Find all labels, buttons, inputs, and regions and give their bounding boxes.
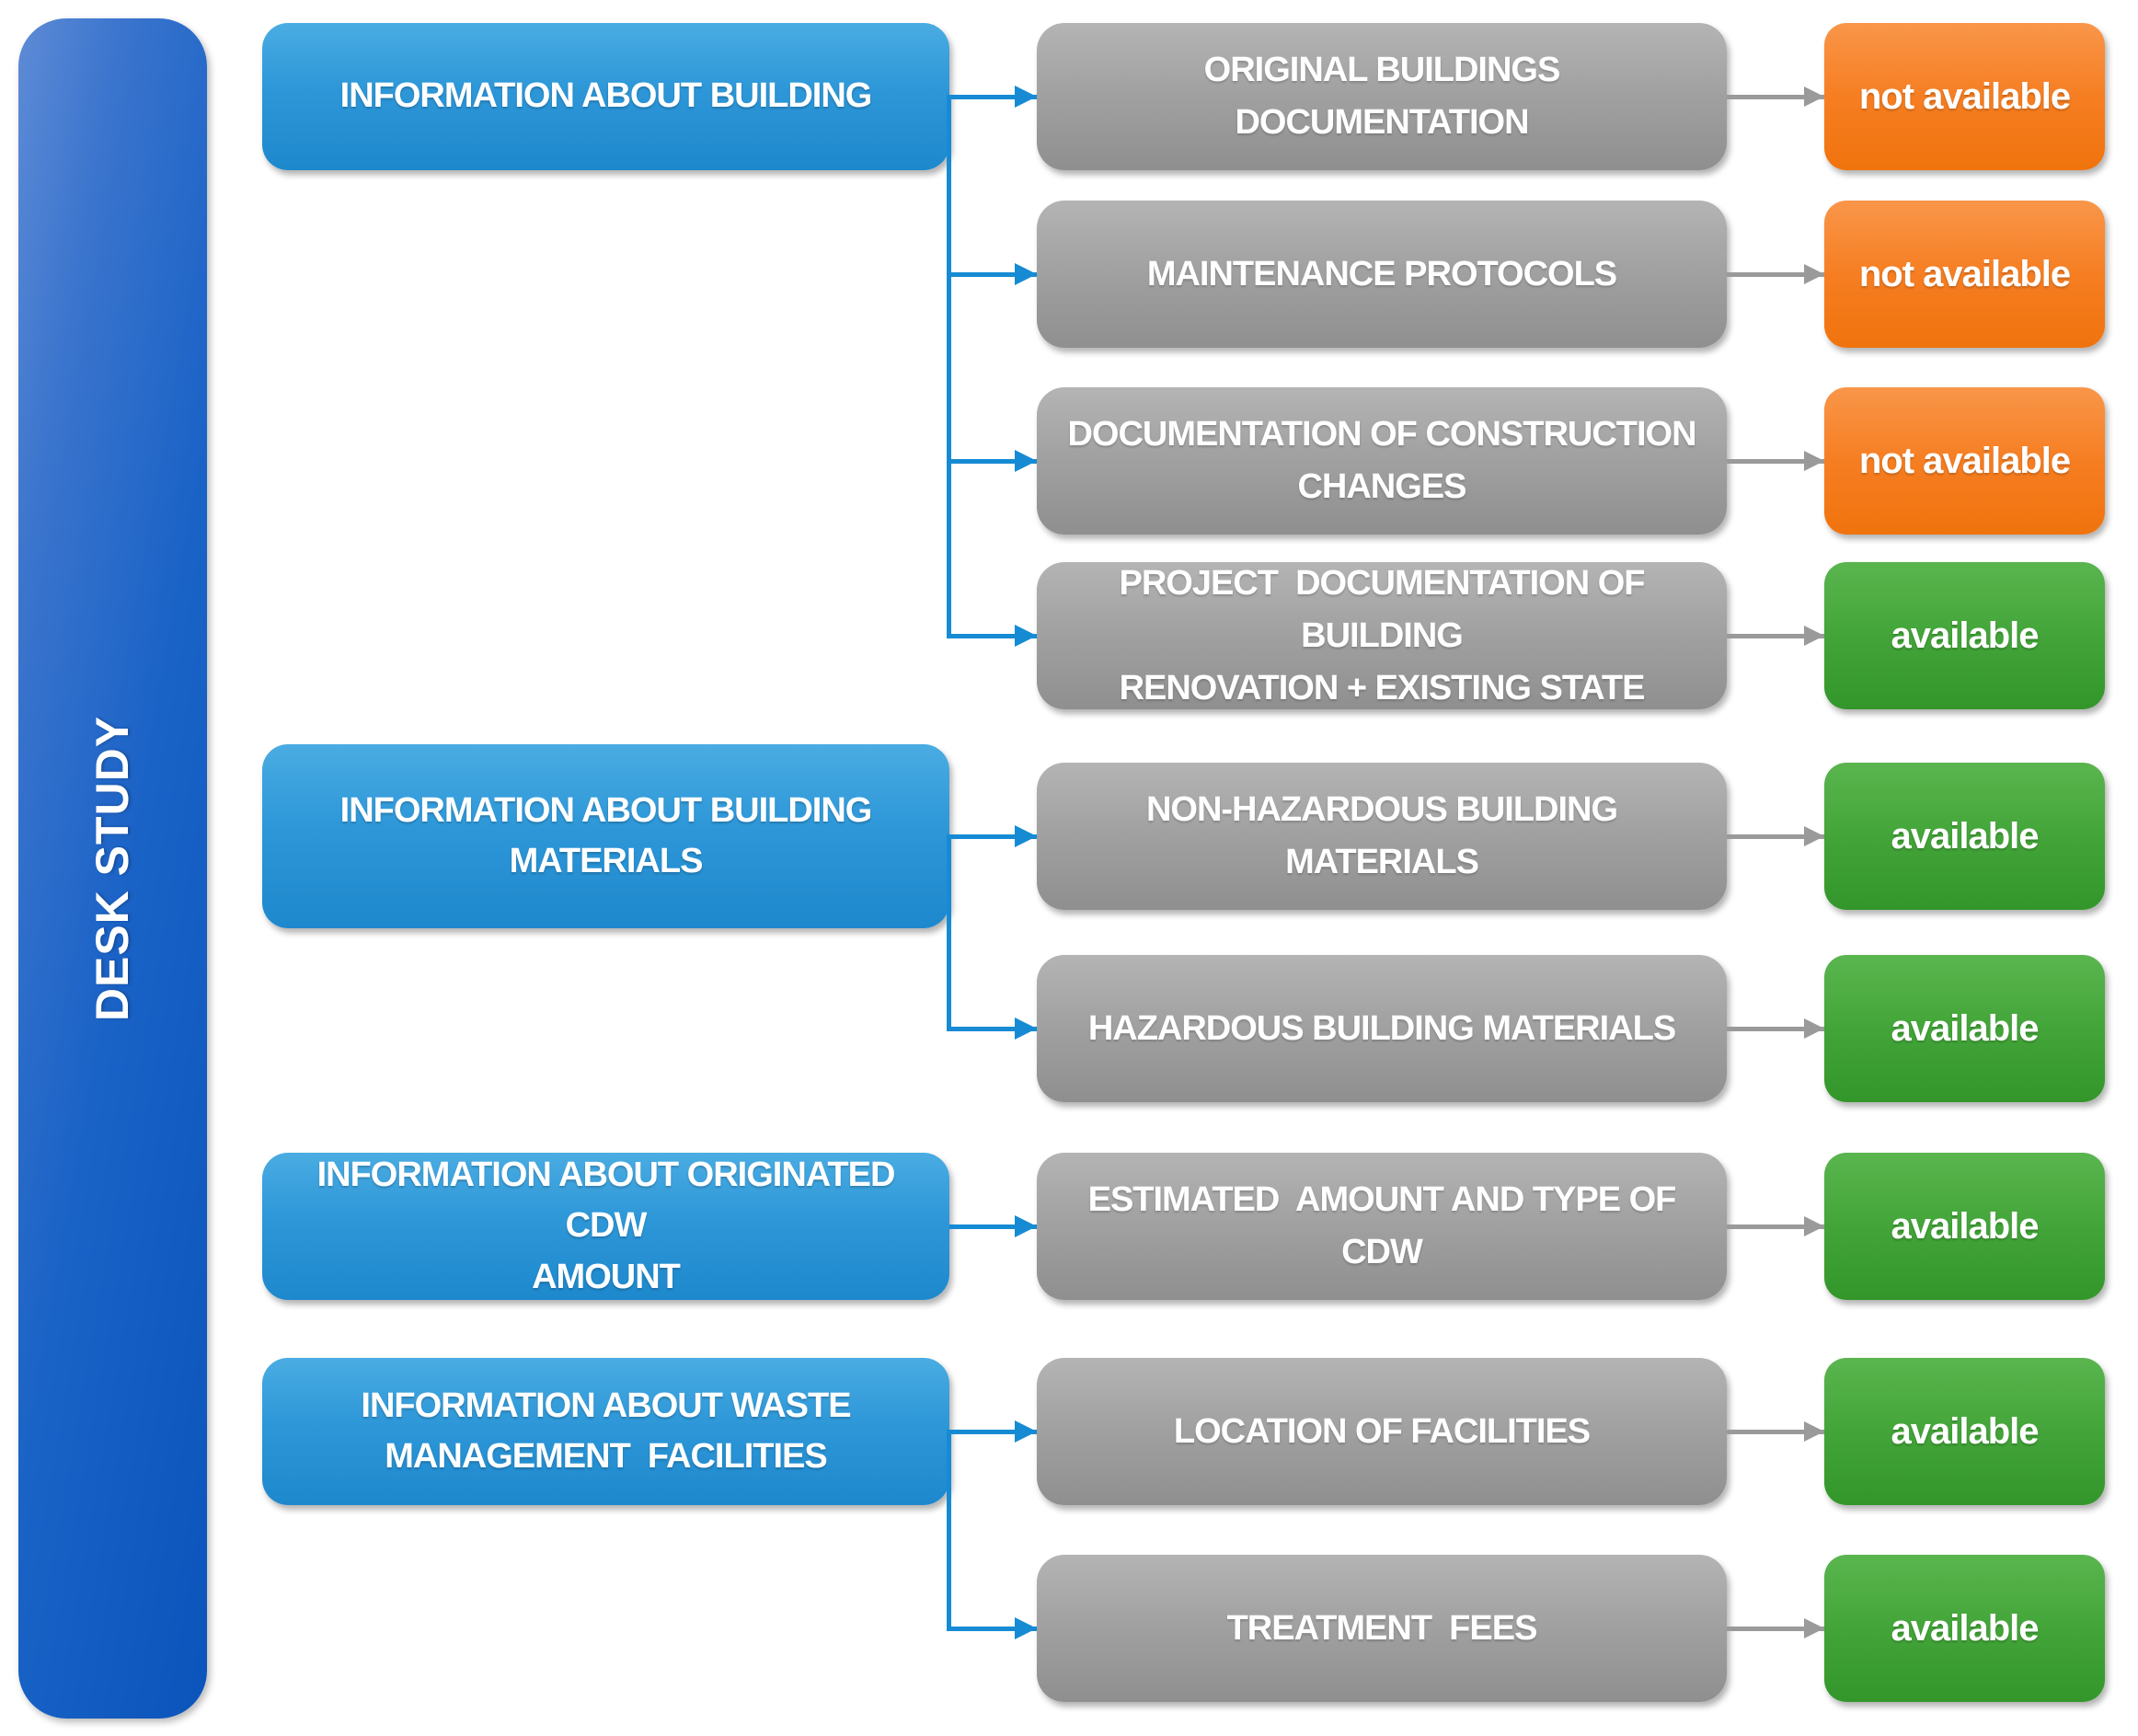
item-box-original-buildings-documentation: ORIGINAL BUILDINGS DOCUMENTATION [1037, 23, 1727, 170]
connector-arrow-gray [1727, 1018, 1824, 1039]
connector-arrow-blue [947, 625, 1037, 647]
desk-study-bar: DESK STUDY [18, 18, 207, 1719]
status-badge: not available [1824, 201, 2105, 348]
status-badge: available [1824, 1358, 2105, 1505]
connector-arrow-gray [1727, 1216, 1824, 1236]
status-badge: available [1824, 763, 2105, 910]
desk-study-label: DESK STUDY [86, 715, 139, 1022]
connector-arrow-blue [949, 1215, 1037, 1237]
connector-arrow-gray [1727, 451, 1824, 471]
item-box-project-documentation-of-building-renovation: PROJECT DOCUMENTATION OF BUILDING RENOVA… [1037, 562, 1727, 709]
connector-arrow-blue [947, 450, 1037, 472]
status-badge: not available [1824, 23, 2105, 170]
item-box-estimated-amount-and-type-of-cdw: ESTIMATED AMOUNT AND TYPE OF CDW [1037, 1153, 1727, 1300]
item-box-hazardous-building-materials: HAZARDOUS BUILDING MATERIALS [1037, 955, 1727, 1102]
connector-arrow-blue [947, 263, 1037, 285]
connector-arrow-gray [1727, 86, 1824, 107]
connector-arrow-gray [1727, 1421, 1824, 1442]
connector-vline-group2 [947, 834, 951, 1031]
category-box-information-about-building: INFORMATION ABOUT BUILDING [262, 23, 949, 170]
connector-arrow-gray [1727, 264, 1824, 284]
category-box-information-about-originated-cdw-amount: INFORMATION ABOUT ORIGINATED CDW AMOUNT [262, 1153, 949, 1300]
category-box-information-about-waste-management-facilities: INFORMATION ABOUT WASTE MANAGEMENT FACIL… [262, 1358, 949, 1505]
category-box-information-about-building-materials: INFORMATION ABOUT BUILDING MATERIALS [262, 744, 949, 928]
connector-arrow-blue [947, 1617, 1037, 1639]
connector-arrow-gray [1727, 1618, 1824, 1638]
status-badge: available [1824, 955, 2105, 1102]
status-badge: not available [1824, 387, 2105, 535]
status-badge: available [1824, 562, 2105, 709]
connector-vline-group1 [947, 94, 951, 638]
connector-arrow-gray [1727, 626, 1824, 646]
item-box-treatment-fees: TREATMENT FEES [1037, 1555, 1727, 1702]
connector-arrow-blue [947, 1017, 1037, 1040]
connector-arrow-blue [949, 825, 1037, 847]
item-box-location-of-facilities: LOCATION OF FACILITIES [1037, 1358, 1727, 1505]
connector-arrow-gray [1727, 826, 1824, 846]
connector-arrow-blue [949, 1420, 1037, 1443]
connector-vline-group4 [947, 1429, 951, 1631]
connector-arrow-blue [949, 86, 1037, 108]
status-badge: available [1824, 1153, 2105, 1300]
item-box-non-hazardous-building-materials: NON-HAZARDOUS BUILDING MATERIALS [1037, 763, 1727, 910]
item-box-documentation-of-construction-changes: DOCUMENTATION OF CONSTRUCTION CHANGES [1037, 387, 1727, 535]
item-box-maintenance-protocols: MAINTENANCE PROTOCOLS [1037, 201, 1727, 348]
status-badge: available [1824, 1555, 2105, 1702]
